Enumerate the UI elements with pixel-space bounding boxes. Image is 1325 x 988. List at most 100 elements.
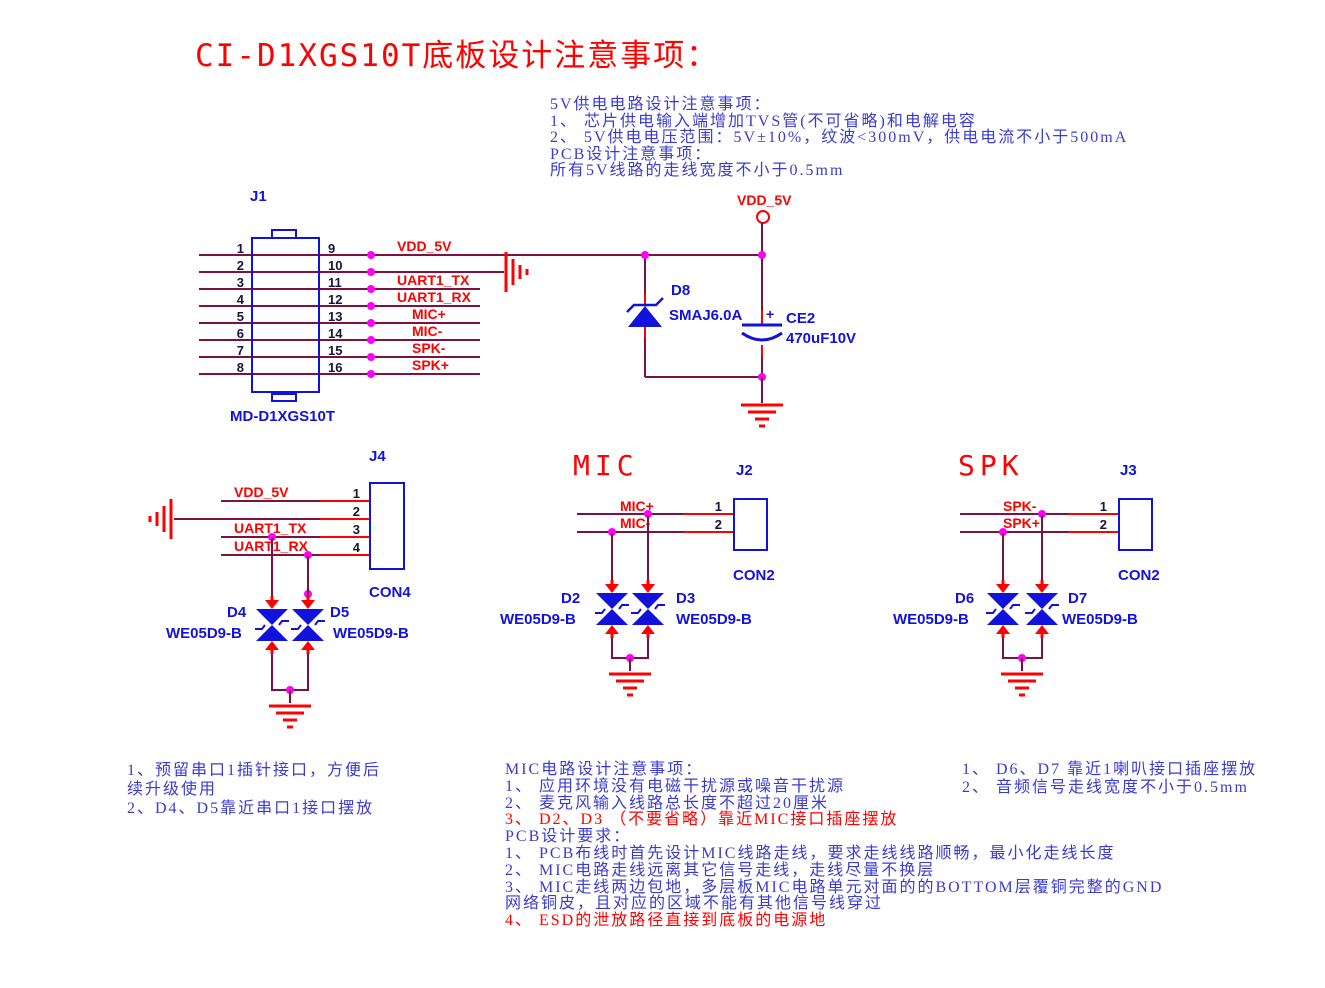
j2-pin-number: 2 <box>714 517 722 532</box>
wire <box>647 515 649 580</box>
note-line: 2、 音频信号走线宽度不小于0.5mm <box>962 778 1249 796</box>
j1-notch-bottom <box>271 393 297 402</box>
junction-dot <box>367 370 375 378</box>
d2-refdes: D2 <box>561 590 581 607</box>
pin-wire <box>683 531 733 533</box>
pin-wire <box>761 310 763 324</box>
j3-type: CON2 <box>1118 567 1160 584</box>
note-line: 5V供电电路设计注意事项： <box>550 96 772 113</box>
junction-dot <box>367 268 375 276</box>
note-line: PCB设计要求： <box>505 828 632 846</box>
wire <box>271 654 273 690</box>
ce2-refdes: CE2 <box>786 310 816 327</box>
ground-symbol <box>609 672 651 697</box>
wire <box>199 288 480 290</box>
wire <box>577 513 683 515</box>
note-line: 续升级使用 <box>127 781 218 798</box>
j1-pin-number: 3 <box>236 275 244 290</box>
ce2-value: 470uF10V <box>786 330 857 347</box>
pin-wire <box>320 536 369 538</box>
j1-body <box>251 237 320 393</box>
j1-part-number: MD-D1XGS10T <box>230 408 336 425</box>
net-label-spk-plus: SPK+ <box>1003 515 1040 531</box>
net-label-uart1-rx: UART1_RX <box>234 538 308 554</box>
power-port-label: VDD_5V <box>737 192 792 208</box>
pin-wire <box>761 345 763 357</box>
j4-type: CON4 <box>369 584 411 601</box>
j1-pin-number: 4 <box>236 292 244 307</box>
note-line: 2、 MIC电路走线远离其它信号走线，走线尽量不换层 <box>505 861 936 879</box>
wire <box>960 531 1068 533</box>
wire <box>1041 515 1043 580</box>
wire <box>611 533 613 580</box>
note-line: 3、 D2、D3 （不要省略）靠近MIC接口插座摆放 <box>505 811 899 829</box>
pin-wire <box>320 518 369 520</box>
note-line: 4、 ESD的泄放路径直接到底板的电源地 <box>505 912 828 930</box>
junction-dot <box>268 533 276 541</box>
j4-refdes: J4 <box>369 448 386 465</box>
j3-body <box>1118 498 1153 551</box>
d5-value: WE05D9-B <box>333 625 409 642</box>
note-line: PCB设计注意事项： <box>550 145 713 163</box>
d2-value: WE05D9-B <box>500 611 576 628</box>
wire <box>221 554 320 556</box>
j4-pin-number: 3 <box>352 522 360 537</box>
wire <box>644 256 646 305</box>
j1-pin-number: 6 <box>236 326 244 341</box>
j1-pin-number: 11 <box>328 275 342 290</box>
wire <box>1002 533 1004 580</box>
j2-refdes: J2 <box>736 462 753 479</box>
tvs-diode-symbol <box>1025 580 1059 638</box>
note-line: 2、D4、D5靠近串口1接口摆放 <box>127 800 375 817</box>
page-title: CI-D1XGS10T底板设计注意事项： <box>195 38 720 74</box>
wire <box>761 256 763 324</box>
wire <box>199 322 480 324</box>
note-line: 所有5V线路的走线宽度不小于0.5mm <box>550 162 845 179</box>
net-label-uart1-tx: UART1_TX <box>234 520 307 536</box>
wire <box>644 327 646 377</box>
pin-wire <box>1068 531 1118 533</box>
j1-pin-number: 14 <box>328 326 343 341</box>
note-line: 1、 D6、D7 靠近1喇叭接口插座摆放 <box>962 761 1258 778</box>
wire <box>199 373 480 375</box>
net-label-spk-plus: SPK+ <box>412 357 449 373</box>
j4-pin-number: 2 <box>352 504 360 519</box>
power-port-circle <box>756 210 770 224</box>
wire <box>647 638 649 658</box>
mic-section-title: MIC <box>573 449 639 482</box>
tvs-diode-symbol <box>255 596 289 654</box>
j1-pin-number: 15 <box>328 343 343 358</box>
net-label-vdd5v: VDD_5V <box>234 484 289 500</box>
j2-type: CON2 <box>733 567 775 584</box>
j4-pin-number: 4 <box>352 540 360 555</box>
ground-symbol <box>269 704 311 729</box>
ground-symbol <box>504 252 529 292</box>
junction-dot <box>367 285 375 293</box>
j1-pin-number: 1 <box>236 241 244 256</box>
wire <box>761 222 763 256</box>
junction-dot <box>367 353 375 361</box>
wire <box>960 513 1068 515</box>
junction-dot <box>367 302 375 310</box>
note-line: 1、 应用环境没有电磁干扰源或噪音干扰源 <box>505 777 846 795</box>
wire <box>199 339 480 341</box>
wire <box>289 690 291 703</box>
note-line: 网络铜皮，且对应的区域不能有其他信号线穿过 <box>505 895 884 913</box>
net-label-mic-minus: MIC- <box>620 515 651 531</box>
wire <box>199 305 480 307</box>
ground-symbol <box>1001 672 1043 697</box>
note-line: MIC电路设计注意事项： <box>505 761 704 778</box>
junction-dot <box>758 251 766 259</box>
wire <box>761 345 763 377</box>
d3-refdes: D3 <box>676 590 696 607</box>
pin-wire <box>644 327 646 339</box>
capacitor-polarity: + <box>766 306 775 322</box>
notes-5v: 5V供电电路设计注意事项： 1、 芯片供电输入端增加TVS管(不可省略)和电解电… <box>550 96 1129 180</box>
notes-mic: MIC电路设计注意事项： 1、 应用环境没有电磁干扰源或噪音干扰源 2、 麦克风… <box>505 761 1163 930</box>
net-label-spk-minus: SPK- <box>1003 498 1037 514</box>
net-label-vdd5v: VDD_5V <box>397 238 452 254</box>
ground-symbol <box>148 499 173 539</box>
note-line: 2、 5V供电电压范围：5V±10%，纹波<300mV，供电电流不小于500mA <box>550 129 1129 146</box>
j4-body <box>369 482 405 570</box>
